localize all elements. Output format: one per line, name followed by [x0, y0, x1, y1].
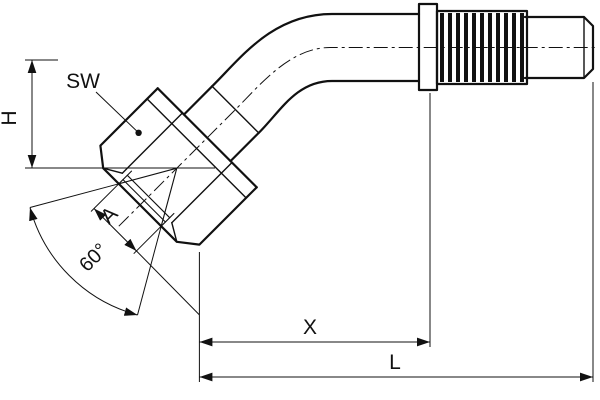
dim-length-l: L	[199, 82, 594, 382]
dim-height-h: H	[0, 59, 215, 169]
sw-leader-dot	[135, 129, 142, 136]
collar-flange	[417, 2, 439, 92]
dim-label-sw: SW	[66, 70, 100, 93]
dim-label-a: A	[96, 202, 122, 228]
hose-tail-end	[523, 15, 595, 80]
cone-seat	[118, 167, 178, 227]
dim-label-h: H	[0, 110, 21, 125]
dim-label-angle: 60°	[75, 239, 112, 276]
dim-length-x: X	[198, 93, 431, 382]
dim-label-x: X	[303, 316, 317, 339]
dim-thread-a: A	[90, 183, 200, 316]
elbow-tube	[182, 12, 421, 163]
dim-label-l: L	[389, 351, 401, 374]
callout-sw: SW	[66, 70, 142, 136]
centerline	[118, 47, 597, 227]
crimp-ferrule	[435, 9, 529, 86]
swivel-nut	[99, 87, 258, 246]
